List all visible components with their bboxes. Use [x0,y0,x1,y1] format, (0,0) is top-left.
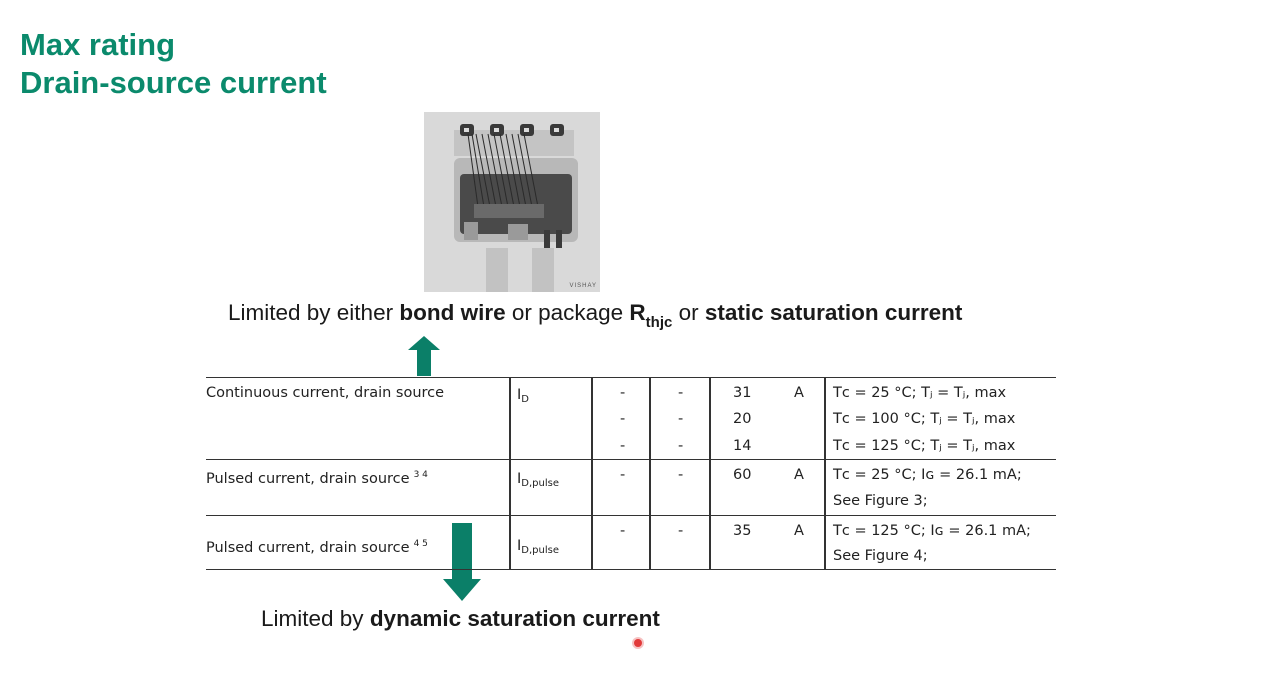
unit-cell: A [794,467,804,483]
caption-top-text-3: or [672,300,705,325]
min-cell: - [620,385,626,401]
xray-brand-text: VISHAY [569,283,597,289]
title-line-2: Drain-source current [20,65,327,100]
footnote-ref: 4 5 [413,539,428,549]
max-cell: 14 [733,438,752,454]
typ-cell: - [678,467,684,483]
caption-top-text-2: or package [505,300,630,325]
column-divider [591,378,593,569]
condition-cell: Tᴄ = 25 °C; Iɢ = 26.1 mA; [833,467,1022,483]
spec-table: Continuous current, drain source ID A - … [206,377,1056,570]
caption-bottom: Limited by dynamic saturation current [261,606,660,632]
condition-cell: Tᴄ = 25 °C; Tⱼ = Tⱼ, max [833,385,1007,401]
symbol-sub: D,pulse [521,545,559,556]
caption-top: Limited by either bond wire or package R… [228,300,962,331]
typ-cell: - [678,438,684,454]
column-divider [709,378,711,569]
min-cell: - [620,523,626,539]
symbol-cell: ID,pulse [517,533,559,564]
param-cell: Continuous current, drain source [206,380,444,406]
symbol-cell: ID,pulse [517,466,559,497]
slide-title: Max rating Drain-source current [20,26,327,102]
symbol-text: I [517,387,522,403]
symbol-sub: D [521,394,529,405]
caption-bottom-text: Limited by [261,606,370,631]
max-cell: 31 [733,385,752,401]
condition-cell: See Figure 3; [833,493,928,509]
xray-illustration [424,112,600,292]
min-cell: - [620,411,626,427]
typ-cell: - [678,411,684,427]
max-cell: 60 [733,467,752,483]
condition-cell: Tᴄ = 125 °C; Iɢ = 26.1 mA; [833,523,1031,539]
caption-top-bold-1: bond wire [399,300,506,325]
param-text: Pulsed current, drain source [206,471,410,487]
condition-cell: Tᴄ = 125 °C; Tⱼ = Tⱼ, max [833,438,1016,454]
symbol-sub: D,pulse [521,478,559,489]
caption-bottom-bold: dynamic saturation current [369,606,660,631]
unit-cell: A [794,385,804,401]
unit-cell: A [794,523,804,539]
column-divider [649,378,651,569]
package-xray-photo: VISHAY [424,112,600,292]
caption-top-r: R [629,300,646,325]
caption-top-bold-2: static saturation current [704,300,963,325]
column-divider [824,378,826,569]
column-divider [509,378,511,569]
param-text: Continuous current, drain source [206,385,445,401]
param-text: Pulsed current, drain source [206,540,410,556]
typ-cell: - [678,523,684,539]
min-cell: - [620,438,626,454]
laser-pointer-dot [634,639,642,647]
arrow-up-icon [408,336,440,376]
max-cell: 35 [733,523,752,539]
symbol-text: I [517,538,522,554]
max-cell: 20 [733,411,752,427]
caption-top-rsub: thjc [645,314,673,331]
typ-cell: - [678,385,684,401]
symbol-text: I [517,471,522,487]
title-line-1: Max rating [20,27,176,62]
footnote-ref: 3 4 [413,470,428,480]
arrow-down-icon [443,523,481,601]
condition-cell: See Figure 4; [833,548,928,564]
caption-top-text-1: Limited by either [228,300,400,325]
min-cell: - [620,467,626,483]
table-row: Continuous current, drain source ID A - … [206,378,1056,460]
condition-cell: Tᴄ = 100 °C; Tⱼ = Tⱼ, max [833,411,1016,427]
symbol-cell: ID [517,382,529,413]
